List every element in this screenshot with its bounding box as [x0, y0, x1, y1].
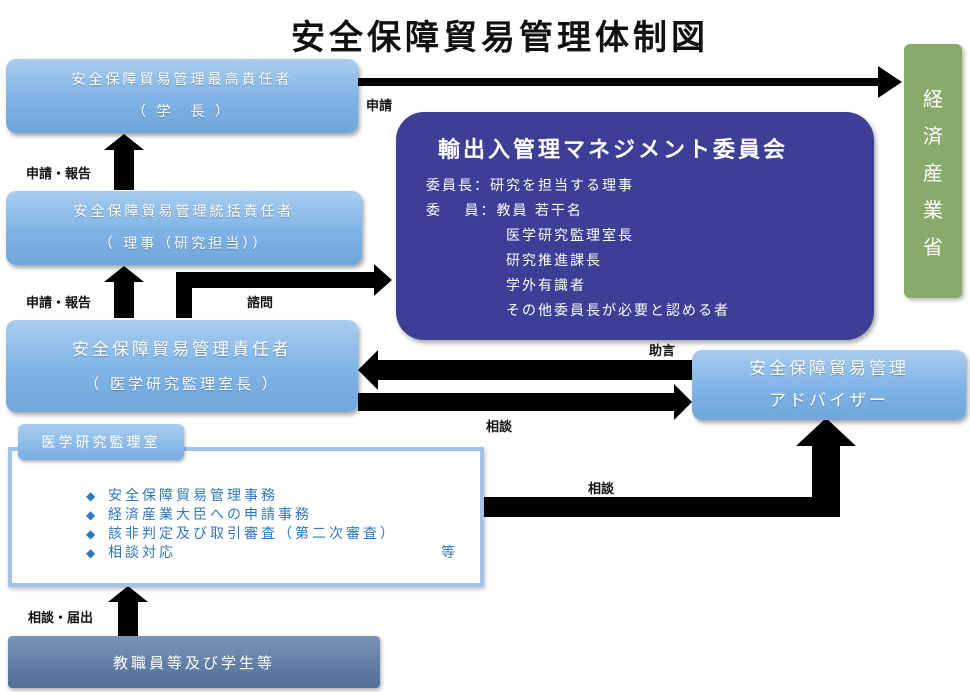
chief-officer-box: 安全保障貿易管理最高責任者 （ 学 長 ）	[6, 59, 358, 133]
staff-students-box: 教職員等及び学生等	[8, 636, 380, 688]
label-consult-notify: 相談・届出	[28, 611, 94, 626]
diamond-bullet-icon: ◆	[86, 527, 99, 541]
label-consult-2: 相談	[588, 482, 615, 497]
committee-title: 輸出入管理マネジメント委員会	[438, 138, 789, 163]
manager-role: （ 医学研究監理室長 ）	[84, 375, 280, 393]
committee-member: 研究推進課長	[506, 253, 602, 269]
diamond-bullet-icon: ◆	[86, 508, 99, 522]
task-item: ◆経済産業大臣への申請事務	[86, 507, 312, 523]
committee-box: 輸出入管理マネジメント委員会 委員長：研究を担当する理事 委 員：教員 若干名 …	[396, 112, 874, 340]
manager-title: 安全保障貿易管理責任者	[72, 340, 292, 360]
label-advice: 助言	[649, 344, 676, 359]
label-consult-question: 諮問	[247, 296, 274, 311]
meti-char: 産	[923, 160, 943, 185]
arrow-office-advisor	[484, 418, 856, 517]
committee-members-label: 委 員：教員 若干名	[426, 203, 583, 219]
advisor-role: アドバイザー	[769, 391, 889, 411]
arrow-consult-advisor	[358, 384, 692, 420]
arrow-apply-meti	[358, 66, 902, 98]
diamond-bullet-icon: ◆	[86, 489, 99, 503]
meti-char: 業	[923, 197, 943, 222]
office-box	[8, 447, 484, 587]
committee-chair: 委員長：研究を担当する理事	[426, 178, 634, 194]
label-report-1: 申請・報告	[26, 167, 92, 182]
arrow-report-chief	[104, 134, 144, 190]
general-officer-title: 安全保障貿易管理統括責任者	[73, 204, 295, 220]
arrow-consult-committee	[176, 264, 392, 318]
task-item: ◆該非判定及び取引審査（第二次審査）	[86, 526, 397, 542]
committee-member: その他委員長が必要と認める者	[506, 303, 730, 319]
manager-box: 安全保障貿易管理責任者 （ 医学研究監理室長 ）	[6, 320, 358, 412]
chief-officer-title: 安全保障貿易管理最高責任者	[71, 72, 293, 88]
arrow-advice	[358, 350, 692, 390]
chief-officer-role: （ 学 長 ）	[132, 104, 232, 120]
arrow-consult-office	[108, 586, 148, 636]
office-title: 医学研究監理室	[18, 424, 184, 460]
task-suffix: 等	[441, 545, 458, 561]
label-report-2: 申請・報告	[26, 296, 92, 311]
arrow-report-general	[104, 266, 144, 318]
task-item: ◆相談対応等	[86, 545, 458, 561]
committee-member: 学外有識者	[506, 278, 586, 294]
advisor-title: 安全保障貿易管理	[749, 359, 909, 379]
meti-box: 経 済 産 業 省	[904, 44, 962, 298]
meti-char: 経	[923, 86, 943, 111]
diamond-bullet-icon: ◆	[86, 546, 99, 560]
page-title: 安全保障貿易管理体制図	[291, 18, 709, 58]
office-task-list: ◆安全保障貿易管理事務 ◆経済産業大臣への申請事務 ◆該非判定及び取引審査（第二…	[86, 487, 476, 563]
task-item: ◆安全保障貿易管理事務	[86, 488, 278, 504]
general-officer-role: （ 理事（研究担当））	[98, 236, 270, 252]
meti-char: 省	[923, 234, 943, 259]
label-apply: 申請	[366, 99, 393, 114]
general-officer-box: 安全保障貿易管理統括責任者 （ 理事（研究担当））	[6, 191, 362, 265]
advisor-box: 安全保障貿易管理 アドバイザー	[692, 350, 966, 420]
label-consult-1: 相談	[486, 420, 513, 435]
committee-member: 医学研究監理室長	[506, 228, 634, 244]
meti-char: 済	[923, 123, 943, 148]
